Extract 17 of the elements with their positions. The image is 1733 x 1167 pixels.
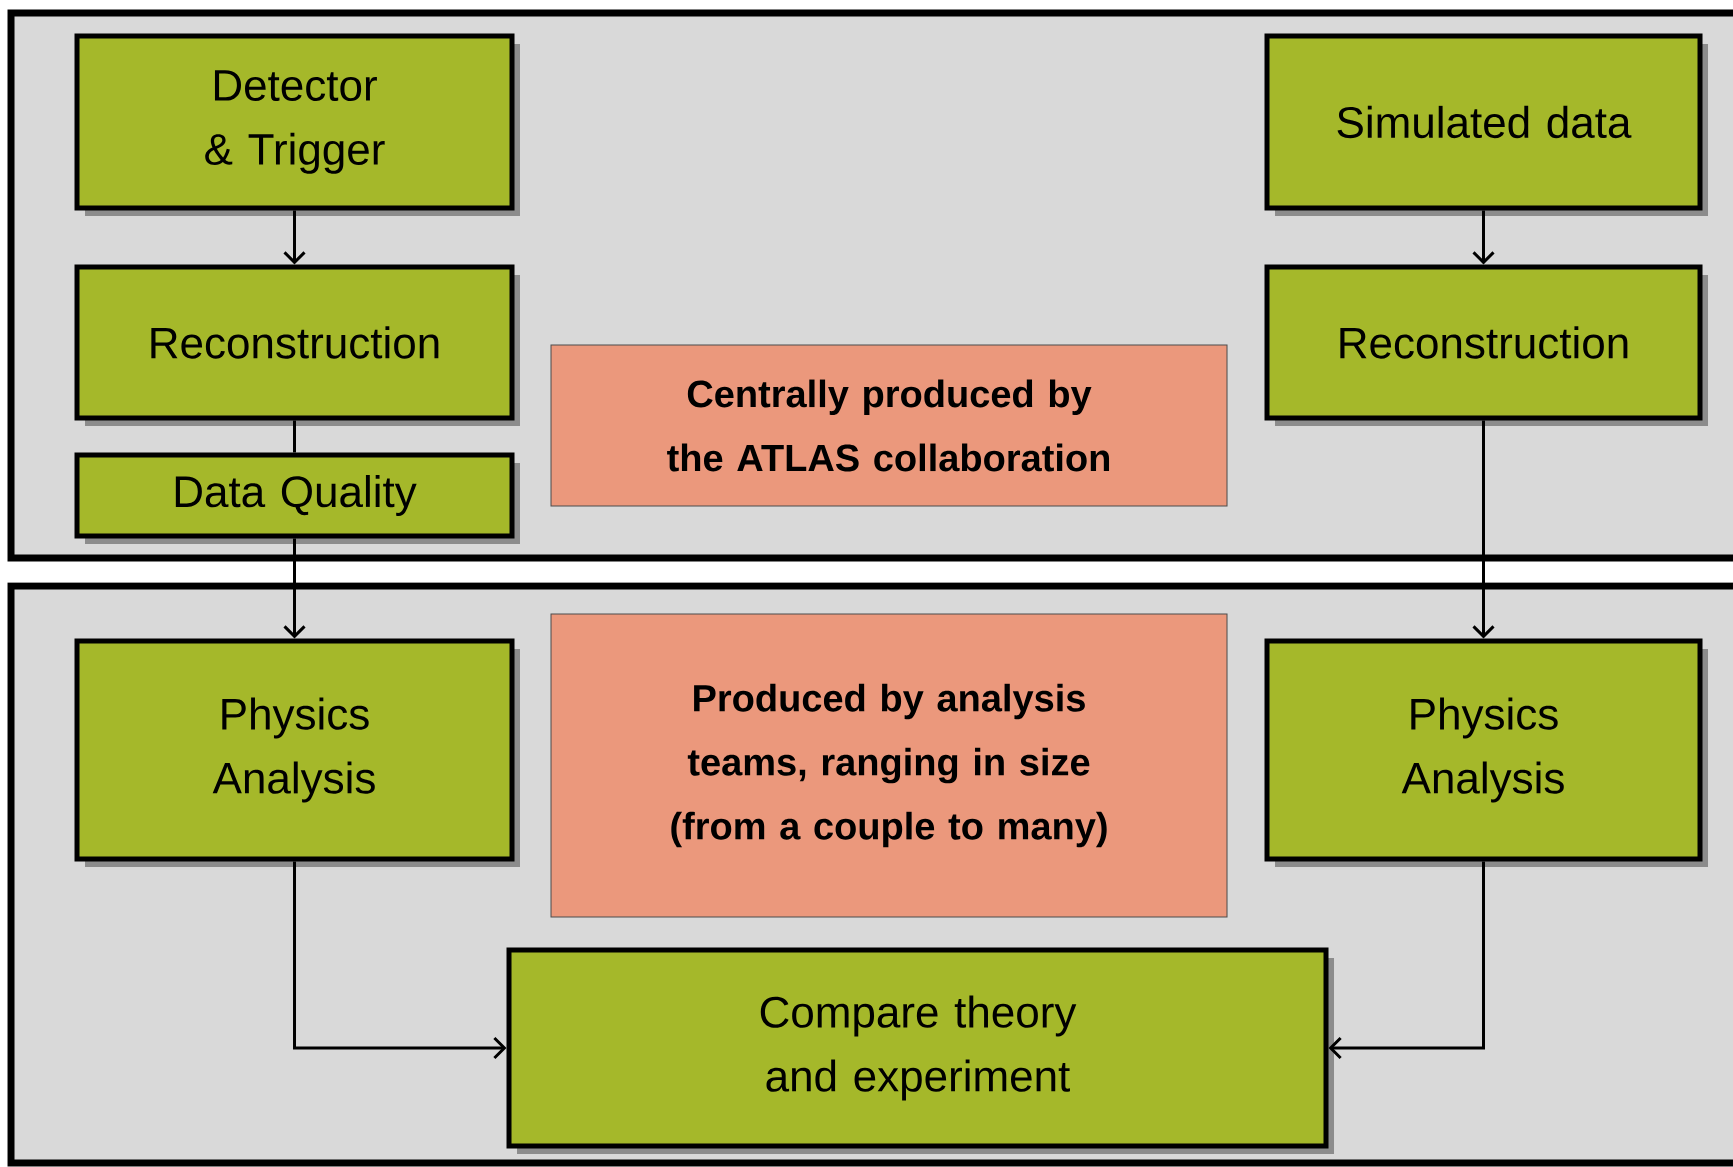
process-box: Detector & Trigger — [74, 33, 520, 216]
arrow — [1472, 420, 1495, 639]
note-box: Centrally produced by the ATLAS collaboration — [550, 344, 1228, 507]
process-box: Data Quality — [74, 452, 520, 544]
process-box: Physics Analysis — [74, 638, 520, 867]
process-box: Reconstruction — [74, 264, 520, 426]
process-box: Physics Analysis — [1264, 638, 1708, 867]
process-box: Simulated data — [1264, 33, 1708, 216]
note-box: Produced by analysis teams, ranging in size (from a couple to many) — [550, 613, 1228, 918]
process-box: Compare theory and experiment — [506, 947, 1334, 1154]
arrow — [1328, 861, 1485, 1060]
arrow — [283, 538, 306, 639]
arrow — [293, 861, 507, 1060]
connector-line — [293, 420, 296, 453]
process-box: Reconstruction — [1264, 264, 1708, 426]
arrow — [1472, 210, 1495, 265]
arrow — [283, 210, 306, 265]
